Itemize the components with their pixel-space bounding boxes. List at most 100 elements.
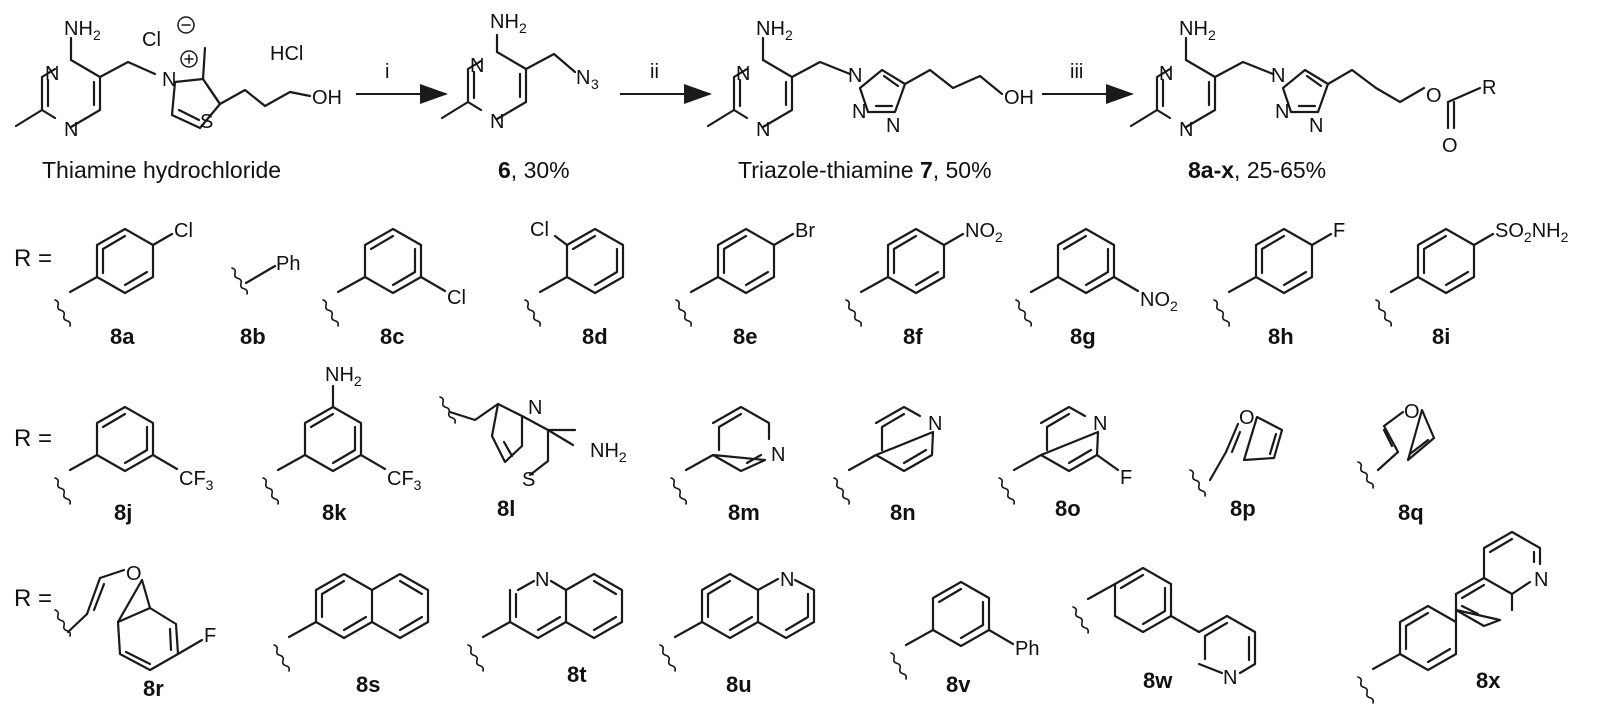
r-group-8n: N xyxy=(831,405,942,506)
o-atom: O xyxy=(126,563,142,585)
f-label: F xyxy=(1333,220,1345,242)
n-atom: N xyxy=(852,101,866,123)
chloride-label: Cl xyxy=(142,29,161,51)
compound-label: 8n xyxy=(890,500,916,525)
r-group-8i: SO2NH2 xyxy=(1373,220,1569,328)
subscript: 2 xyxy=(1561,229,1569,245)
r-group-8x: N xyxy=(1355,530,1548,705)
compound-6-structure: NH 2 N N N 3 6, 30% xyxy=(440,11,599,183)
subscript: 3 xyxy=(414,477,422,493)
svg-text:NH2: NH2 xyxy=(590,440,627,465)
compound-label: 8w xyxy=(1143,668,1173,693)
compound-7-structure: NH 2 N N N N N OH Triazole-thiamine 7, 5… xyxy=(706,18,1034,183)
n-atom: N xyxy=(1534,569,1548,591)
compound-label: 8o xyxy=(1055,496,1081,521)
n-atom: N xyxy=(756,119,770,141)
r-group-8e: Br xyxy=(673,220,815,328)
o-atom: O xyxy=(1442,135,1458,157)
f-label: F xyxy=(1120,467,1132,489)
r-group-8u: N xyxy=(657,569,816,673)
r-group-8w: N xyxy=(1070,566,1257,689)
hcl-label: HCl xyxy=(270,43,303,65)
n-atom: N xyxy=(470,55,484,77)
r-group-8c: Cl xyxy=(320,227,466,328)
compound-label: 8x xyxy=(1476,668,1501,693)
svg-text:Triazole-thiamine 7, 50%: Triazole-thiamine 7, 50% xyxy=(738,157,992,183)
compound-label: 8f xyxy=(903,324,923,349)
yield-label: , 30% xyxy=(511,157,570,183)
svg-text:NH2: NH2 xyxy=(325,364,362,389)
svg-text:6, 30%: 6, 30% xyxy=(498,157,570,183)
svg-text:CF3: CF3 xyxy=(179,468,214,493)
nh2-label: NH xyxy=(1532,220,1561,242)
compound-label: 8m xyxy=(728,500,760,525)
reagent-label: i xyxy=(385,61,389,83)
r-group-8h: F xyxy=(1211,220,1345,328)
n-plus-atom: N xyxy=(162,69,176,91)
compound-label: 8u xyxy=(726,672,752,697)
subscript: 2 xyxy=(1170,298,1178,314)
thiamine-structure: NH 2 N N N S OH Cl HCl Thiamine hydrochl… xyxy=(14,16,342,183)
n-atom: N xyxy=(780,569,794,591)
compound-8-structure: NH 2 N N N N N O R O 8a-x, 25-65% xyxy=(1129,18,1496,183)
s-atom: S xyxy=(200,111,213,133)
nh2-label: NH xyxy=(590,440,619,462)
r-equals-label: R = xyxy=(14,425,52,452)
reagent-label: iii xyxy=(1070,61,1083,83)
compound-number: 8a-x xyxy=(1188,157,1234,183)
r-equals-label: R = xyxy=(14,585,52,612)
nh2-label: NH xyxy=(64,18,93,40)
yield-label: , 50% xyxy=(933,157,992,183)
compound-label: 8i xyxy=(1432,324,1450,349)
subscript: 2 xyxy=(1524,229,1532,245)
reagent-label: ii xyxy=(650,61,659,83)
so2-label: SO xyxy=(1495,220,1524,242)
compound-label: 8s xyxy=(356,672,380,697)
n-atom: N xyxy=(45,63,59,85)
r-group-8q: O xyxy=(1355,401,1436,490)
cl-label: Cl xyxy=(447,287,466,309)
svg-text:8a-x, 25-65%: 8a-x, 25-65% xyxy=(1188,157,1326,183)
nh2-label: NH xyxy=(1179,18,1208,40)
r-group-8m: N xyxy=(668,405,785,506)
subscript: 2 xyxy=(519,20,527,36)
r-group-8k: NH2 CF3 xyxy=(260,364,422,506)
svg-text:CF3: CF3 xyxy=(387,468,422,493)
compound-label: 8t xyxy=(567,662,587,687)
r-group-8p: O xyxy=(1187,407,1284,498)
r-group-8l: N S NH2 xyxy=(437,395,627,491)
n-atom: N xyxy=(1179,119,1193,141)
cf3-label: CF xyxy=(179,468,206,490)
subscript: 2 xyxy=(785,27,793,43)
r-group-8b: Ph xyxy=(229,253,300,296)
compound-label: 8l xyxy=(497,496,515,521)
compound-name: Triazole-thiamine xyxy=(738,157,920,183)
r-group-8v: Ph xyxy=(888,580,1039,681)
r-group-8a: Cl xyxy=(52,220,193,328)
o-atom: O xyxy=(1426,85,1442,107)
compound-label: 8k xyxy=(322,500,347,525)
compound-label: 8d xyxy=(582,324,608,349)
subscript: 2 xyxy=(93,27,101,43)
oh-label: OH xyxy=(312,87,342,109)
r-group-8g: NO2 xyxy=(1013,227,1178,328)
n-atom: N xyxy=(771,444,785,466)
r-group-label: R xyxy=(1482,77,1496,99)
svg-text:SO2NH2: SO2NH2 xyxy=(1495,220,1569,245)
svg-text:NO2: NO2 xyxy=(1140,289,1178,314)
n-atom: N xyxy=(848,65,862,87)
r-group-8o: N F xyxy=(996,405,1132,506)
n-atom: N xyxy=(535,569,549,591)
compound-label: 8e xyxy=(733,324,757,349)
n-atom: N xyxy=(1093,413,1107,435)
no2-label: NO xyxy=(965,220,995,242)
compound-label: 8p xyxy=(1230,496,1256,521)
s-atom: S xyxy=(522,469,535,491)
ph-label: Ph xyxy=(1015,638,1039,660)
compound-label: 8j xyxy=(114,500,132,525)
nh2-label: NH xyxy=(490,11,519,33)
no2-label: NO xyxy=(1140,289,1170,311)
n-atom: N xyxy=(64,119,78,141)
compound-label: 8r xyxy=(143,676,164,701)
